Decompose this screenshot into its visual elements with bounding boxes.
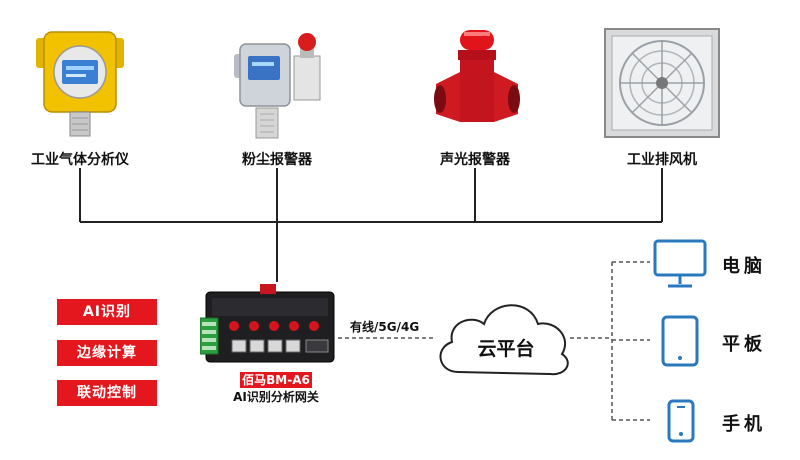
phone-icon xyxy=(667,399,695,443)
gateway-description: AI识别分析网关 xyxy=(233,390,319,404)
tablet-icon xyxy=(661,315,699,367)
cloud-platform-label: 云平台 xyxy=(477,338,535,360)
cloud-icon xyxy=(439,304,569,376)
device-label-dust-alarm: 粉尘报警器 xyxy=(242,152,312,168)
sound-light-alarm-image xyxy=(434,30,520,122)
gas-analyzer-image xyxy=(36,31,124,137)
client-label-computer: 电脑 xyxy=(722,256,766,277)
device-label-sound-light-alarm: 声光报警器 xyxy=(440,152,510,168)
dust-alarm-image xyxy=(234,33,321,139)
monitor-icon xyxy=(653,239,707,288)
feature-badge-edge-computing: 边缘计算 xyxy=(57,340,157,366)
exhaust-fan-image xyxy=(604,28,720,138)
feature-badge-ai-recognition: AI识别 xyxy=(57,299,157,325)
device-label-gas-analyzer: 工业气体分析仪 xyxy=(31,152,129,168)
client-label-phone: 手机 xyxy=(722,414,766,435)
client-label-tablet: 平板 xyxy=(722,334,766,355)
connection-type-label: 有线/5G/4G xyxy=(350,320,420,334)
device-label-exhaust-fan: 工业排风机 xyxy=(627,152,697,168)
gateway-name: 佰马BM-A6 xyxy=(240,372,312,388)
feature-badge-linkage-control: 联动控制 xyxy=(57,380,157,406)
gateway-device-image xyxy=(200,284,335,363)
